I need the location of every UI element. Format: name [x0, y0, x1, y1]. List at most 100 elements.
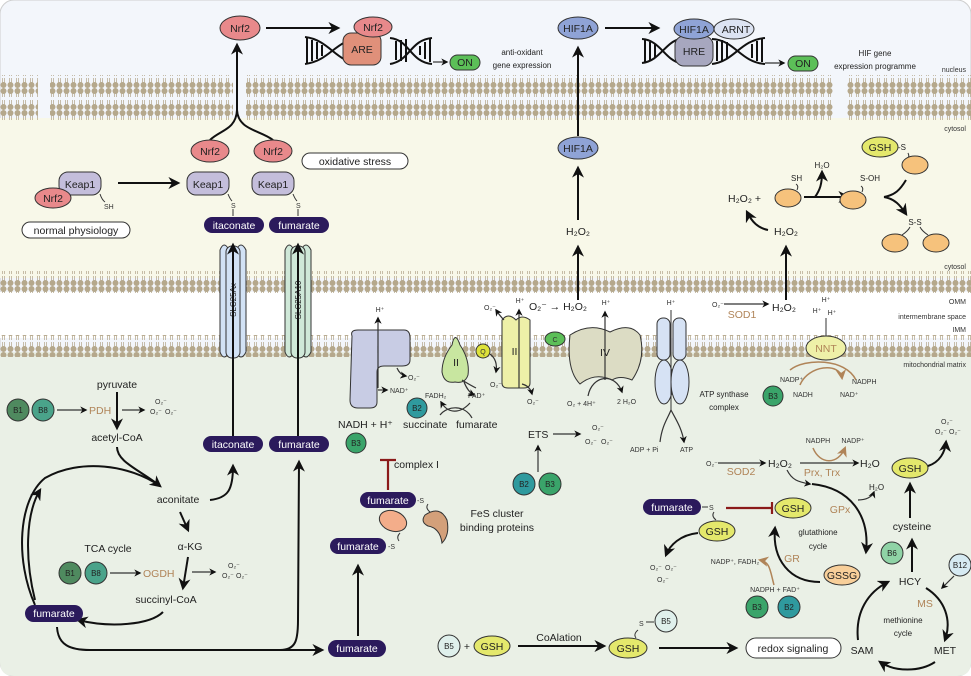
- disulfide-label: S-S: [908, 218, 921, 227]
- complex-i: [349, 329, 411, 409]
- label-cytosol-upper: cytosol: [944, 126, 966, 133]
- complex-i-h-plus: H⁺: [376, 307, 385, 314]
- fes-s-1: -S: [417, 498, 424, 505]
- vitamin-b3-nnt: [762, 385, 784, 407]
- keap1-itaconate: [186, 171, 230, 196]
- dna-are: ARE Nrf2: [304, 16, 433, 66]
- nuclear-envelope: [0, 75, 971, 120]
- prx-nadp-plus: NADP⁺: [841, 438, 864, 445]
- sod2-superoxide: O₂⁻: [706, 461, 718, 468]
- inhibition-complex-i: [380, 458, 396, 490]
- oxidative-stress-badge: [301, 152, 409, 170]
- arrow-to-h2o: [814, 169, 828, 198]
- protein-sulfenic: [839, 190, 867, 210]
- vitamin-b3-gr-label: B3: [752, 603, 762, 612]
- pdh-enzyme: PDH: [89, 405, 111, 417]
- vitamin-b1-pdh: [6, 398, 30, 422]
- methionine: MET: [934, 645, 957, 657]
- complex-iii: [501, 315, 531, 389]
- vitamin-b2-gr: [777, 595, 801, 619]
- gsh-from-cysteine: [891, 457, 929, 479]
- vitamin-b2-complex-ii-label: B2: [412, 404, 422, 413]
- arrow-nnt-reaction: [789, 361, 857, 385]
- on-badge-nrf2: [449, 54, 481, 71]
- nnt-nadph: NADPH: [852, 379, 877, 386]
- fumarate-cytosol-label: fumarate: [278, 220, 320, 232]
- cysteine: cysteine: [893, 521, 932, 533]
- protein-disulfide-2: [922, 233, 950, 253]
- fumarate-matrix-export-pill: [269, 436, 329, 452]
- nnt-label: NNT: [815, 343, 837, 355]
- h2o-prx: H₂O: [860, 458, 880, 470]
- vitamin-b2-ets-label: B2: [519, 480, 529, 489]
- arrow-sulfenic-branch: [883, 179, 906, 214]
- fes-label-1: FeS cluster: [470, 508, 524, 520]
- nrf2-released-2-label: Nrf2: [263, 146, 283, 158]
- oxidative-stress-label: oxidative stress: [319, 156, 391, 168]
- ubiquinone: [475, 343, 491, 359]
- nrf2-nucleus: Nrf2: [219, 15, 261, 41]
- normal-physiology-badge: [21, 221, 131, 239]
- gpx-enzyme: GPx: [830, 504, 851, 516]
- protein-sh-label: SH: [791, 174, 802, 183]
- pyruvate: pyruvate: [97, 379, 137, 391]
- ms-enzyme: MS: [917, 598, 933, 610]
- hre-label: HRE: [683, 46, 705, 58]
- itaconate-cytosol-label: itaconate: [213, 220, 256, 232]
- arrow-nrf2-translocation: [209, 45, 274, 141]
- coalation-label: CoAlation: [536, 632, 582, 644]
- vitamin-b3-ets: [538, 472, 562, 496]
- glutathione-cycle-label-2: cycle: [809, 542, 828, 551]
- gsh-coalated-label: GSH: [617, 643, 640, 655]
- arrow-aconitate-itaconate: [209, 463, 239, 501]
- arrow-succinate-fumarate: [440, 402, 473, 419]
- aconitate: aconitate: [157, 494, 200, 506]
- ogdh-enzyme: OGDH: [143, 568, 175, 580]
- sod1-superoxide: O₂⁻: [712, 302, 724, 309]
- succinate: succinate: [403, 419, 448, 431]
- gsh-matrix-label: GSH: [782, 503, 805, 515]
- keap1-itaconate-s: S: [231, 203, 236, 210]
- vitamin-b5-label: B5: [444, 642, 454, 651]
- on-badge-hif: [787, 55, 819, 72]
- methionine-cycle-label-2: cycle: [894, 629, 913, 638]
- fumarate-matrix-pill: [328, 640, 386, 657]
- nrf2-released-2: [253, 139, 293, 163]
- label-imm: IMM: [952, 327, 966, 334]
- vitamin-b1-ogdh: [58, 561, 82, 585]
- ets-superoxide-3: O₂⁻: [601, 439, 613, 446]
- ims-superoxide-to-h2o2: O₂⁻ → H₂O₂: [529, 301, 587, 313]
- glutathione-cycle-arrow-left: [768, 525, 821, 583]
- arrow-gsh-scavenging: [927, 439, 952, 467]
- complex-i-inhibition-label: complex I: [394, 459, 439, 471]
- fumarate-matrix-label: fumarate: [336, 643, 378, 655]
- cytochrome-c-label: C: [552, 337, 557, 344]
- protein-glutathionylated: [901, 155, 929, 175]
- gsh-depletion-superoxide-2: O₂⁻: [665, 565, 677, 572]
- vitamin-b8-pdh-label: B8: [38, 406, 48, 415]
- soh-label: S-OH: [860, 174, 880, 183]
- glutathione-cycle-arrow-right: [811, 483, 873, 555]
- prx-trx-enzyme: Prx, Trx: [804, 467, 841, 479]
- label-intermembrane-space: intermembrane space: [898, 314, 966, 321]
- pdh-superoxide-2: O₂⁻: [150, 409, 162, 416]
- nnt-nadp-plus: NADP⁺: [780, 377, 803, 384]
- gssg-label: GSSG: [827, 570, 857, 582]
- tca-cycle-label: TCA cycle: [84, 543, 131, 555]
- methionine-cycle-arrow-left: [856, 580, 891, 641]
- on-label-nrf2: ON: [457, 57, 473, 69]
- arrow-fumarate-to-transporter: [279, 459, 305, 651]
- fumarate-matrix-export-label: fumarate: [278, 439, 320, 451]
- nnt-h-plus-1: H⁺: [822, 297, 831, 304]
- antioxidant-line1: anti-oxidant: [501, 48, 543, 57]
- complex-iii-superoxide-matrix-2: O₂⁻: [527, 399, 539, 406]
- homocysteine: HCY: [899, 576, 921, 588]
- gr-products: NADP⁺, FADH₂: [711, 559, 760, 566]
- vitamin-b6-label: B6: [887, 549, 897, 558]
- fes-s-2: -S: [388, 544, 395, 551]
- keap1-bound: [58, 171, 102, 196]
- hif1a-bound-label: HIF1A: [679, 24, 709, 36]
- redox-signaling-label: redox signaling: [758, 643, 829, 655]
- vitamin-b8-pdh: [31, 398, 55, 422]
